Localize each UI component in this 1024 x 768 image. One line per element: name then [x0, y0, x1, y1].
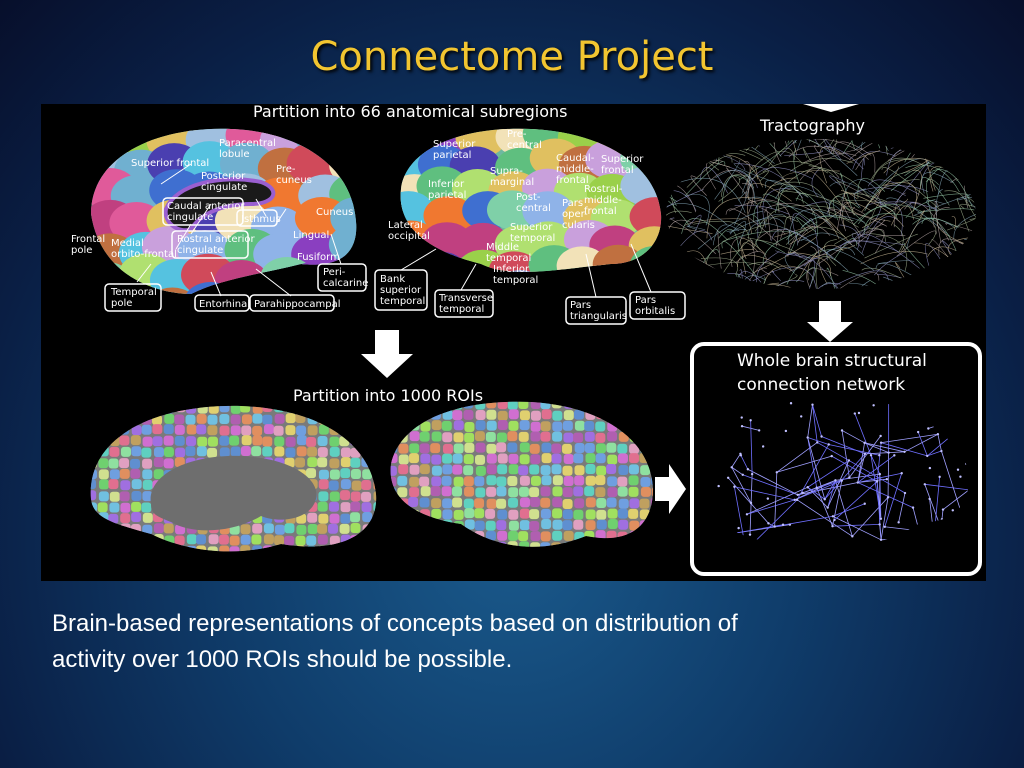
medial-region-label: Cuneus [316, 207, 353, 218]
medial-region-label: Superior frontal [131, 158, 209, 169]
medial-region-label: Entorhinal [199, 299, 250, 310]
partition66-heading: Partition into 66 anatomical subregions [253, 104, 568, 121]
connectome-figure: Partition into 66 anatomical subregions … [41, 104, 986, 581]
caption-line-1: Brain-based representations of concepts … [52, 610, 738, 637]
lateral-brain-1000-rois [390, 401, 653, 547]
medial-region-label: Lingual [293, 230, 329, 241]
medial-wall-66 [163, 177, 276, 233]
arrow-right [655, 464, 686, 514]
tractography-fibres [666, 139, 976, 289]
medial-region-label: Peri-calcarine [323, 267, 368, 289]
tractography-heading: Tractography [759, 116, 865, 135]
label-leader-lines [136, 163, 652, 298]
partition1000-heading: Partition into 1000 ROIs [293, 386, 483, 405]
connection-network [717, 396, 969, 544]
lateral-region-label: Caudal-middle-frontal [556, 153, 595, 186]
caption-line-2: activity over 1000 ROIs should be possib… [52, 646, 513, 673]
lateral-region-label: Pre-central [507, 129, 542, 151]
lateral-region-label: Supra-marginal [490, 166, 534, 188]
lateral-region-label: Post-central [516, 192, 551, 214]
network-heading-line1: Whole brain structural [737, 351, 927, 371]
medial-wall [150, 455, 317, 531]
figure-canvas: Partition into 66 anatomical subregions … [71, 104, 982, 576]
network-box [690, 342, 982, 576]
medial-region-label: Isthmus [241, 214, 281, 225]
medial-region-label: Pre-cuneus [276, 164, 312, 186]
caption: Brain-based representations of concepts … [52, 606, 952, 678]
arrow-down-left [361, 330, 413, 378]
arrow-down-right [807, 301, 853, 342]
medial-region-label: Fusiform [297, 252, 340, 263]
slide-title: Connectome Project [310, 34, 714, 80]
label-boxes [104, 197, 686, 325]
lateral-region-label: Rostral-middle-frontal [584, 184, 623, 217]
arrow-top [803, 104, 859, 112]
network-heading-line2: connection network [737, 375, 905, 395]
medial-region-label: Parahippocampal [254, 299, 341, 310]
